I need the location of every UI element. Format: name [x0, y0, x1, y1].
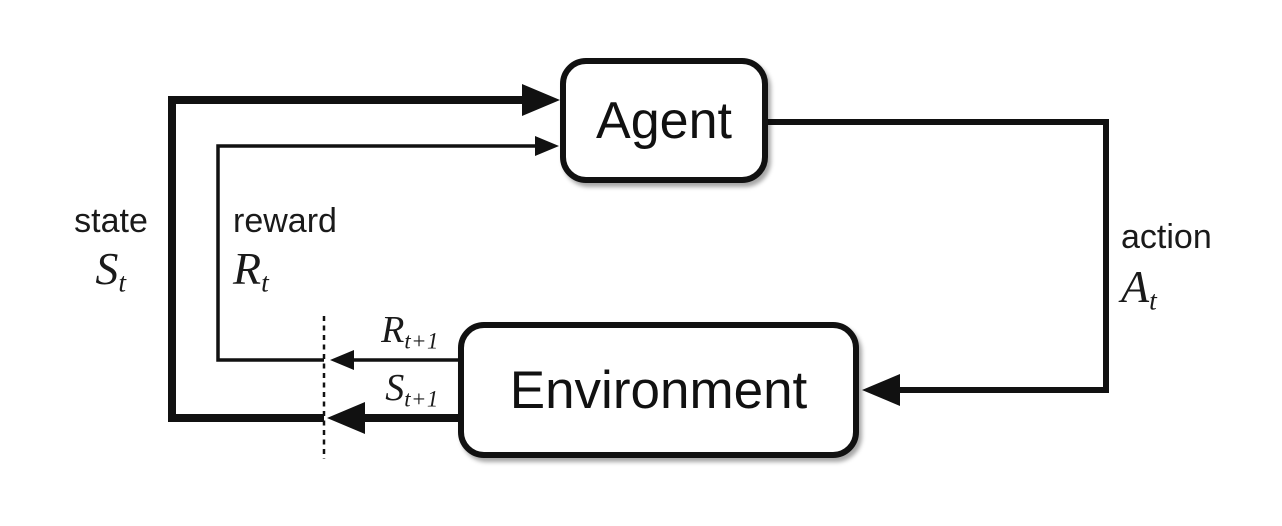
agent-node: Agent: [560, 58, 768, 183]
state-next-symbol: St+1: [357, 369, 467, 411]
environment-node-label: Environment: [509, 360, 808, 420]
reward-symbol: Rt: [233, 243, 270, 298]
state-symbol-base: S: [95, 243, 119, 294]
agent-node-label: Agent: [596, 91, 732, 150]
state-next-symbol-sub: t+1: [404, 386, 439, 412]
action-arrowhead: [862, 374, 900, 406]
environment-node: Environment: [458, 322, 859, 458]
action-word-text: action: [1121, 218, 1212, 256]
reward-arrow-line: [216, 144, 537, 362]
state-word-label: state: [40, 202, 182, 240]
action-symbol-sub: t: [1149, 284, 1158, 316]
state-arrowhead: [522, 84, 560, 116]
reward-symbol-sub: t: [261, 266, 270, 298]
action-word-label: action: [1121, 218, 1212, 256]
action-symbol: At: [1121, 261, 1158, 316]
reward-symbol-base: R: [233, 243, 262, 294]
reward-arrowhead: [535, 136, 559, 156]
state-next-arrowhead: [327, 402, 365, 434]
reward-next-symbol: Rt+1: [355, 311, 465, 353]
state-symbol: St: [40, 243, 182, 298]
action-symbol-base: A: [1121, 261, 1150, 312]
action-arrow-line: [767, 119, 1109, 393]
reward-next-arrowhead: [330, 350, 354, 370]
state-arrow-line: [168, 96, 524, 422]
state-symbol-sub: t: [118, 266, 127, 298]
reward-next-symbol-sub: t+1: [404, 328, 439, 354]
reward-word-text: reward: [233, 202, 337, 240]
state-word-text: state: [74, 202, 148, 240]
reward-word-label: reward: [233, 202, 337, 240]
state-next-symbol-base: S: [385, 367, 405, 409]
reward-next-symbol-base: R: [381, 309, 405, 351]
